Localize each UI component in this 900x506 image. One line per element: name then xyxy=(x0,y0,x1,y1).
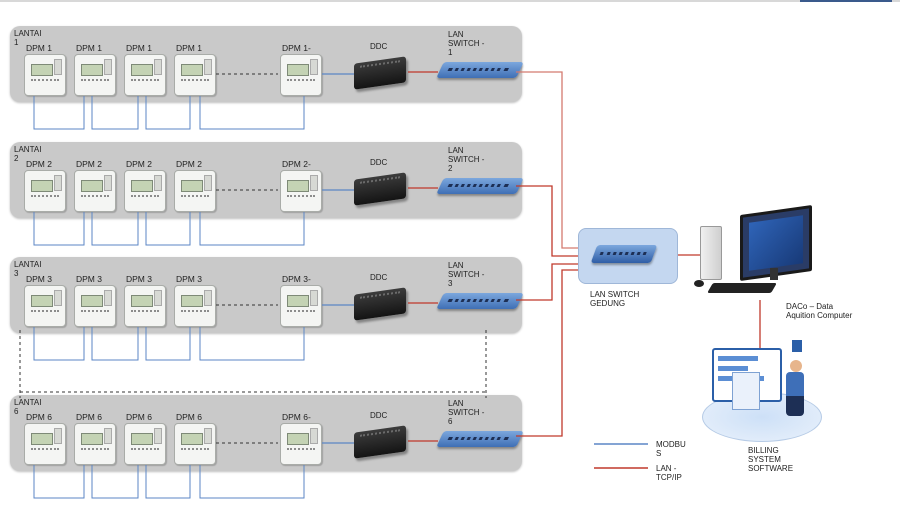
floor-label: LANTAI 2 xyxy=(14,145,42,163)
power-meter-icon xyxy=(24,170,66,212)
power-meter-icon xyxy=(124,54,166,96)
billing-document-icon xyxy=(732,372,760,410)
ddc-label: DDC xyxy=(370,411,388,420)
power-meter-icon xyxy=(124,423,166,465)
top-edge-strip xyxy=(0,0,900,2)
ddc-label: DDC xyxy=(370,158,388,167)
meter-title: DPM 3 xyxy=(76,274,102,284)
power-meter-icon xyxy=(174,423,216,465)
power-meter-icon xyxy=(280,170,322,212)
meter-title: DPM 2 xyxy=(126,159,152,169)
billing-chart-icon xyxy=(792,340,802,352)
meter-title: DPM 6 xyxy=(126,412,152,422)
power-meter-icon xyxy=(280,423,322,465)
power-meter-icon xyxy=(124,285,166,327)
computer-tower-icon xyxy=(700,226,722,280)
floor-label: LANTAI 3 xyxy=(14,260,42,278)
legend-lan-label: LAN - TCP/IP xyxy=(656,464,682,482)
meter-title: DPM 2 xyxy=(26,159,52,169)
power-meter-icon xyxy=(174,54,216,96)
power-meter-icon xyxy=(74,170,116,212)
meter-title: DPM 6 xyxy=(26,412,52,422)
floor-lan-switch-icon xyxy=(436,178,524,194)
meter-title: DPM 1 xyxy=(76,43,102,53)
floor-switch-label: LAN SWITCH - 6 xyxy=(448,399,485,426)
mouse-icon xyxy=(694,280,704,287)
floor-switch-label: LAN SWITCH - 1 xyxy=(448,30,485,57)
floor-lan-switch-icon xyxy=(436,62,524,78)
floor-label: LANTAI 6 xyxy=(14,398,42,416)
power-meter-icon xyxy=(74,423,116,465)
meter-title: DPM 2 xyxy=(176,159,202,169)
meter-title: DPM 6 xyxy=(176,412,202,422)
meter-title: DPM 3- xyxy=(282,274,311,284)
power-meter-icon xyxy=(74,54,116,96)
power-meter-icon xyxy=(280,54,322,96)
power-meter-icon xyxy=(24,54,66,96)
floor-switch-label: LAN SWITCH - 2 xyxy=(448,146,485,173)
billing-label: BILLING SYSTEM SOFTWARE xyxy=(748,446,794,473)
meter-title: DPM 2- xyxy=(282,159,311,169)
lan-line-floor-1 xyxy=(516,71,588,249)
floor-lan-switch-icon xyxy=(436,431,524,447)
power-meter-icon xyxy=(24,423,66,465)
legend-modbus-label: MODBU S xyxy=(656,440,686,458)
meter-title: DPM 2 xyxy=(76,159,102,169)
meter-title: DPM 3 xyxy=(176,274,202,284)
floor-lan-switch-icon xyxy=(436,293,524,309)
meter-title: DPM 3 xyxy=(26,274,52,284)
person-head-icon xyxy=(790,360,802,372)
building-switch-label: LAN SWITCH GEDUNG xyxy=(590,290,640,308)
power-meter-icon xyxy=(124,170,166,212)
floor-switch-label: LAN SWITCH - 3 xyxy=(448,261,485,288)
top-accent-strip xyxy=(800,0,892,2)
power-meter-icon xyxy=(280,285,322,327)
ddc-label: DDC xyxy=(370,42,388,51)
building-lan-switch-icon xyxy=(590,245,658,263)
power-meter-icon xyxy=(174,170,216,212)
power-meter-icon xyxy=(24,285,66,327)
meter-title: DPM 1- xyxy=(282,43,311,53)
meter-title: DPM 1 xyxy=(176,43,202,53)
meter-title: DPM 1 xyxy=(126,43,152,53)
person-body-icon xyxy=(786,372,804,416)
monitor-stand xyxy=(770,268,778,280)
meter-title: DPM 3 xyxy=(126,274,152,284)
keyboard-icon xyxy=(707,283,777,293)
lan-line-floor-6 xyxy=(516,269,588,437)
computer-label: DACo – Data Aquition Computer xyxy=(786,302,853,320)
ddc-label: DDC xyxy=(370,273,388,282)
floor-label: LANTAI 1 xyxy=(14,29,42,47)
power-meter-icon xyxy=(74,285,116,327)
power-meter-icon xyxy=(174,285,216,327)
meter-title: DPM 6- xyxy=(282,412,311,422)
meter-title: DPM 6 xyxy=(76,412,102,422)
meter-title: DPM 1 xyxy=(26,43,52,53)
